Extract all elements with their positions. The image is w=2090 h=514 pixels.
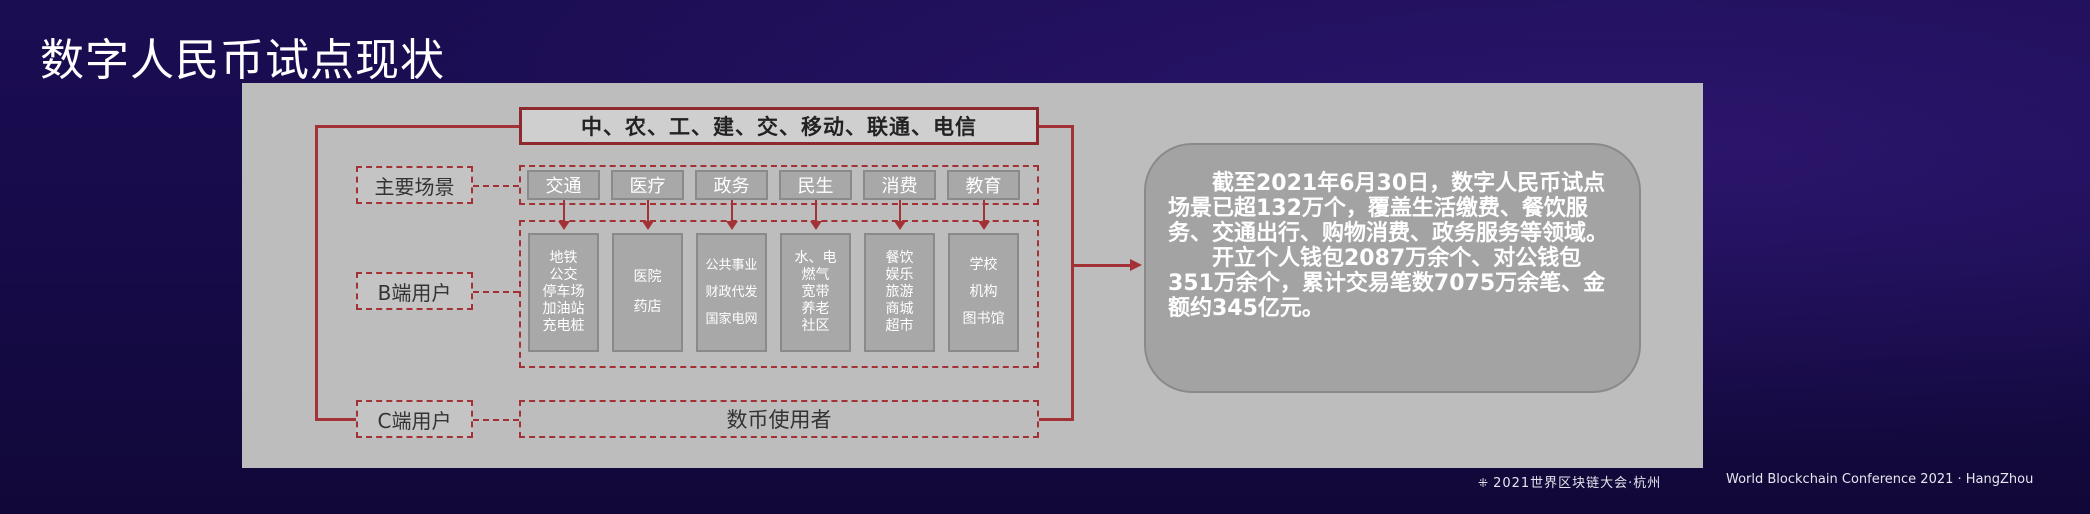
scenes-group-box	[519, 165, 1039, 205]
b-item: 机构	[969, 284, 998, 300]
c-users-box: 数币使用者	[519, 400, 1039, 438]
scene-tag-medical: 医疗	[611, 170, 684, 200]
b-item: 宽带	[801, 284, 830, 300]
b-item: 燃气	[801, 267, 830, 283]
scene-arrow-line	[899, 200, 901, 222]
footer-cn-text: 2021世界区块链大会·杭州	[1493, 476, 1662, 491]
scene-arrow-line	[983, 200, 985, 222]
b-item: 地铁	[549, 250, 578, 266]
b-item: 公共事业	[705, 258, 758, 273]
scene-tag-traffic: 交通	[527, 170, 600, 200]
b-item: 水、电	[794, 250, 837, 266]
b-item: 公交	[549, 267, 578, 283]
b-item: 停车场	[542, 284, 585, 300]
b-column-government: 公共事业 财政代发 国家电网	[696, 233, 767, 352]
b-item: 养老	[801, 301, 830, 317]
scene-arrow-line	[563, 200, 565, 222]
connector-scenes	[473, 185, 519, 187]
diagram-panel: 中、农、工、建、交、移动、联通、电信 主要场景 B端用户 C端用户 交通 医疗 …	[242, 83, 1703, 468]
b-column-medical: 医院 药店	[612, 233, 683, 352]
right-arrow-head	[1130, 259, 1142, 271]
connector-c-users	[473, 419, 519, 421]
summary-paragraph-1: 截至2021年6月30日，数字人民币试点场景已超132万个，覆盖生活缴费、餐饮服…	[1168, 171, 1609, 246]
right-bracket-bottom	[1039, 418, 1073, 421]
summary-box: 截至2021年6月30日，数字人民币试点场景已超132万个，覆盖生活缴费、餐饮服…	[1144, 143, 1641, 393]
b-item: 图书馆	[962, 311, 1005, 327]
scene-arrow-line	[647, 200, 649, 222]
b-item: 旅游	[885, 284, 914, 300]
right-arrow-line	[1074, 264, 1132, 267]
scene-tag-consumption: 消费	[863, 170, 936, 200]
scene-tag-government: 政务	[695, 170, 768, 200]
scene-arrow-head	[642, 221, 654, 230]
scene-arrow-head	[726, 221, 738, 230]
b-item: 学校	[969, 257, 998, 273]
scene-arrow-line	[731, 200, 733, 222]
b-item: 国家电网	[705, 312, 758, 327]
left-bracket-top	[315, 125, 519, 128]
b-item: 财政代发	[705, 285, 758, 300]
b-item: 社区	[801, 318, 830, 334]
b-item: 药店	[633, 298, 662, 315]
b-item: 加油站	[542, 301, 585, 317]
scene-arrow-line	[815, 200, 817, 222]
left-bracket-bottom	[315, 418, 356, 421]
scene-tag-education: 教育	[947, 170, 1020, 200]
label-c-users: C端用户	[356, 400, 473, 438]
connector-b-users	[473, 291, 519, 293]
b-column-consumption: 餐饮 娱乐 旅游 商城 超市	[864, 233, 935, 352]
scene-arrow-head	[558, 221, 570, 230]
b-item: 超市	[885, 318, 914, 334]
b-item: 餐饮	[885, 250, 914, 266]
label-main-scenes: 主要场景	[356, 166, 473, 204]
footer-conference-en: World Blockchain Conference 2021 · HangZ…	[1726, 472, 2034, 487]
scene-arrow-head	[810, 221, 822, 230]
scene-tag-livelihood: 民生	[779, 170, 852, 200]
scene-arrow-head	[894, 221, 906, 230]
summary-paragraph-2: 开立个人钱包2087万余个、对公钱包351万余个，累计交易笔数7075万余笔、金…	[1168, 246, 1606, 321]
b-item: 医院	[633, 269, 662, 286]
b-item: 娱乐	[885, 267, 914, 283]
bank-operators-banner: 中、农、工、建、交、移动、联通、电信	[519, 107, 1039, 145]
footer-conference-cn: ⁜2021世界区块链大会·杭州	[1478, 472, 1661, 491]
scene-arrow-head	[978, 221, 990, 230]
b-item: 充电桩	[542, 318, 585, 334]
right-bracket-vertical	[1071, 125, 1074, 421]
right-bracket-top	[1039, 125, 1073, 128]
b-column-education: 学校 机构 图书馆	[948, 233, 1019, 352]
label-b-users: B端用户	[356, 272, 473, 310]
conference-logo-icon: ⁜	[1478, 476, 1490, 490]
left-bracket-vertical	[315, 126, 318, 420]
slide-title: 数字人民币试点现状	[40, 35, 445, 86]
b-users-group-box	[519, 220, 1039, 368]
b-item: 商城	[885, 301, 914, 317]
b-column-traffic: 地铁 公交 停车场 加油站 充电桩	[528, 233, 599, 352]
b-column-livelihood: 水、电 燃气 宽带 养老 社区	[780, 233, 851, 352]
